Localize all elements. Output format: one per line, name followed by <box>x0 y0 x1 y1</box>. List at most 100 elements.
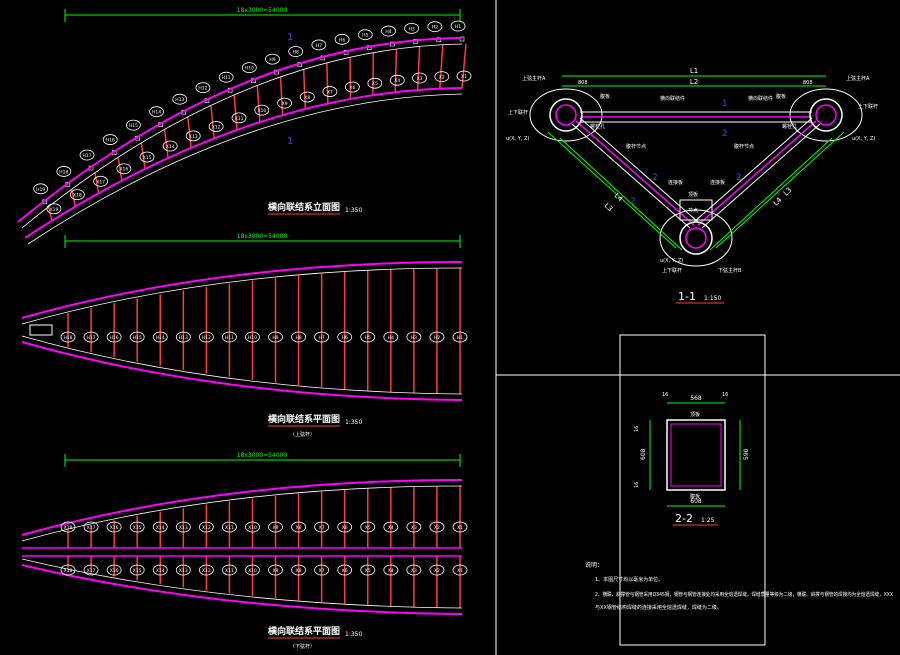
s11-coord-right: u(X, Y, Z) <box>852 136 875 142</box>
elev-top-label-text: H10 <box>245 66 254 72</box>
notes-line2: 2、横联、斜撑管与钢管采用Q345钢，钢管与钢管连接处均采用全熔透焊缝，焊缝质量… <box>595 591 894 598</box>
plan-lower-label-row2: X3 <box>406 564 422 576</box>
plan-lower-label-row1-bubble <box>268 521 283 533</box>
elev-top-label: H16 <box>102 134 118 145</box>
elev-bottom-label-text: X7 <box>327 90 333 96</box>
elev-top-label-text: H4 <box>385 29 391 35</box>
plan-upper-dim-text: 18x3000=54000 <box>237 233 288 240</box>
elev-top-label-text: H19 <box>36 187 45 193</box>
s11-coord-bottom: u(X, Y, Z) <box>660 258 683 264</box>
s11-dim-l1-text: L1 <box>690 67 698 75</box>
plan-lower-label-row2-bubble <box>383 564 399 576</box>
plan-lower-bottom-chord-inner <box>21 558 463 609</box>
plan-lower-label-row1-bubble <box>429 521 445 533</box>
elev-bottom-label-bubble <box>389 74 405 86</box>
elev-top-label: H6 <box>334 33 350 45</box>
s11-diag-right-mid <box>697 120 817 226</box>
elev-bottom-label-text: X3 <box>417 76 423 82</box>
plan-lower-label-row2-bubble <box>152 564 168 576</box>
s11-dim-l3-r <box>715 131 845 249</box>
plan-lower-label-row1-bubble <box>175 521 191 533</box>
elev-bottom-label-text: X15 <box>143 155 152 161</box>
elev-top-label: H13 <box>172 93 188 105</box>
elev-bottom-label-text: X1 <box>461 74 467 80</box>
elevation-scale: 1:350 <box>345 207 362 214</box>
plan-upper-label: H4 <box>383 331 399 343</box>
plan-lower-label-row2-text: X4 <box>388 568 394 574</box>
plan-upper-top-chord <box>21 261 463 319</box>
s11-mark-right: 2 <box>736 173 742 183</box>
plan-lower-label-row1-text: X18 <box>64 525 73 531</box>
elev-bottom-labels: X19X18X17X16X15X14X13X12X11X10X9X8X7X6X5… <box>46 70 472 215</box>
plan-lower-label-row2: X4 <box>383 564 399 576</box>
plan-lower-label-row2-bubble <box>60 564 76 576</box>
elev-top-label-bubble <box>311 39 327 51</box>
plan-upper-title: 横向联结系平面图 <box>268 413 340 425</box>
elev-top-label: H10 <box>241 62 257 74</box>
s11-l4-left: L4 <box>613 192 625 204</box>
s11-mark-top: 1 <box>722 99 728 109</box>
plan-lower-label-row1: X2 <box>429 521 445 533</box>
plan-lower-label-row2-bubble <box>314 564 330 576</box>
elev-bottom-label-bubble <box>299 91 315 103</box>
s22-label-bottom: 腹板 <box>690 493 700 500</box>
plan-upper-label-bubble <box>406 331 422 343</box>
plan-upper-label-text: H1 <box>457 335 463 341</box>
s11-mark-mid: 2 <box>722 129 728 139</box>
elev-post <box>187 117 192 148</box>
plan-upper-label-text: H13 <box>179 335 188 341</box>
notes-line3: 与XX钢管结构焊缝的连接采用全熔透焊缝，焊缝为二级。 <box>595 604 722 611</box>
plan-lower-label-row2: X17 <box>83 564 99 576</box>
s11-mark-left2: 2 <box>630 197 636 207</box>
s11-ref-circle-left <box>529 88 603 142</box>
section-2-2-frame <box>619 334 766 646</box>
plan-upper-bottom-chord <box>21 341 463 401</box>
s22-side-top: 16 <box>634 426 640 432</box>
plan-lower-label-row1-text: X10 <box>248 525 257 531</box>
elev-top-label: H7 <box>311 39 327 51</box>
plan-lower-label-row1-text: X13 <box>179 525 188 531</box>
s11-dim-l3 <box>547 131 677 249</box>
elev-top-label-text: H11 <box>222 75 231 81</box>
plan-upper-label-text: H5 <box>365 335 371 341</box>
plan-lower-label-row2-text: X18 <box>64 568 73 574</box>
plan-lower-label-row1: X10 <box>245 521 260 533</box>
plan-lower-label-row1: X15 <box>129 521 145 533</box>
s11-chord-left-inner <box>555 104 577 126</box>
plan-lower-label-row1-text: X16 <box>110 525 119 531</box>
plan-lower-top-chord <box>21 479 463 536</box>
elev-top-label-text: H14 <box>152 110 161 116</box>
elev-bottom-label-bubble <box>162 140 178 152</box>
elev-bottom-label-text: X12 <box>212 124 221 130</box>
elev-bottom-label-text: X18 <box>73 193 82 199</box>
elev-bottom-label-bubble <box>277 97 292 109</box>
plan-upper-label-bubble <box>291 331 306 343</box>
section-1-1: L1 L2 808 808 L3 L4 L3 L4 1 2 2 <box>506 67 878 304</box>
s22-side-bot: 16 <box>634 482 640 488</box>
elev-top-label: H17 <box>79 149 95 161</box>
plan-lower-label-row1-text: X14 <box>156 525 165 531</box>
elev-bottom-label: X9 <box>277 97 292 109</box>
elev-top-label: H8 <box>288 46 304 57</box>
plan-lower-label-row1-bubble <box>314 521 330 533</box>
plan-lower-label-row1: X7 <box>314 521 330 533</box>
s11-pipe-label-l: 横向联结件 <box>660 95 685 102</box>
plan-lower-label-row2-text: X13 <box>179 568 188 574</box>
plan-upper-label: H18 <box>60 331 76 343</box>
plan-upper-label-bubble <box>198 331 214 343</box>
elev-post <box>416 46 421 91</box>
plan-lower-label-row2-text: X14 <box>156 568 165 574</box>
plan-lower-bottom-chord <box>21 564 463 615</box>
elev-bottom-label: X18 <box>69 189 85 201</box>
plan-lower-label-row1-text: X7 <box>319 525 325 531</box>
plan-lower-label-row2-text: X15 <box>133 568 142 574</box>
plan-lower-label-row2: X11 <box>222 564 237 576</box>
plan-lower-labels: X18X18X17X17X16X16X15X15X14X14X13X13X12X… <box>60 521 468 576</box>
elev-top-label: H18 <box>56 166 72 177</box>
s11-l3-right: L3 <box>782 186 794 198</box>
elev-bottom-label-bubble <box>185 130 201 142</box>
elev-bottom-label: X13 <box>185 130 201 142</box>
elev-post <box>94 172 100 194</box>
s22-scale: 1:25 <box>701 517 715 524</box>
plan-upper-label-text: H4 <box>388 335 394 341</box>
